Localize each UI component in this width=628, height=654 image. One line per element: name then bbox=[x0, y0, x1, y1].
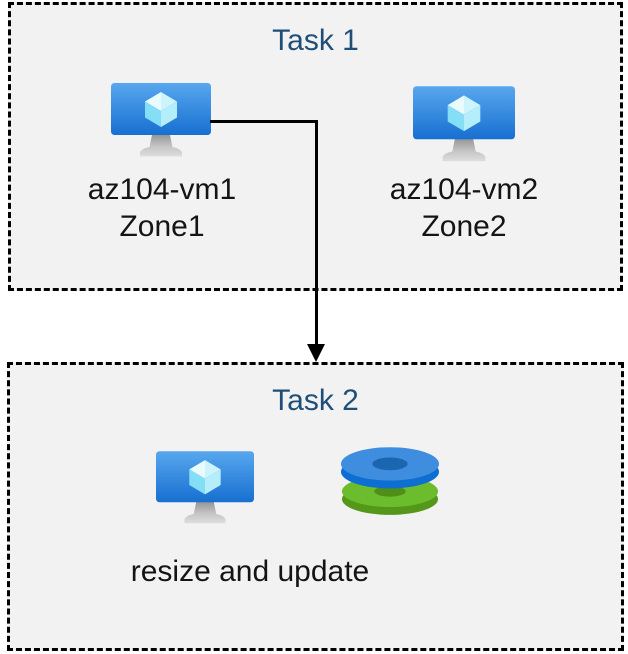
vm1-name: az104-vm1 bbox=[87, 173, 237, 206]
azure-vm-icon bbox=[111, 83, 211, 157]
task1-title: Task 1 bbox=[272, 24, 359, 57]
connector-line-horizontal bbox=[210, 120, 318, 123]
azure-vm-icon bbox=[413, 86, 515, 162]
vm1-label: az104-vm1 Zone1 bbox=[62, 171, 262, 245]
azure-vm-icon bbox=[156, 451, 254, 524]
connector-line-vertical bbox=[315, 120, 318, 344]
vm2-label: az104-vm2 Zone2 bbox=[364, 171, 564, 245]
task2-caption: resize and update bbox=[130, 555, 370, 588]
arrowhead-icon bbox=[307, 344, 325, 362]
vm1-zone: Zone1 bbox=[119, 210, 205, 243]
vm2-name: az104-vm2 bbox=[389, 173, 539, 206]
task2-box: Task 2 bbox=[7, 362, 624, 651]
vm2-zone: Zone2 bbox=[421, 210, 507, 243]
task2-title: Task 2 bbox=[272, 384, 359, 417]
azure-disks-icon bbox=[340, 447, 440, 515]
